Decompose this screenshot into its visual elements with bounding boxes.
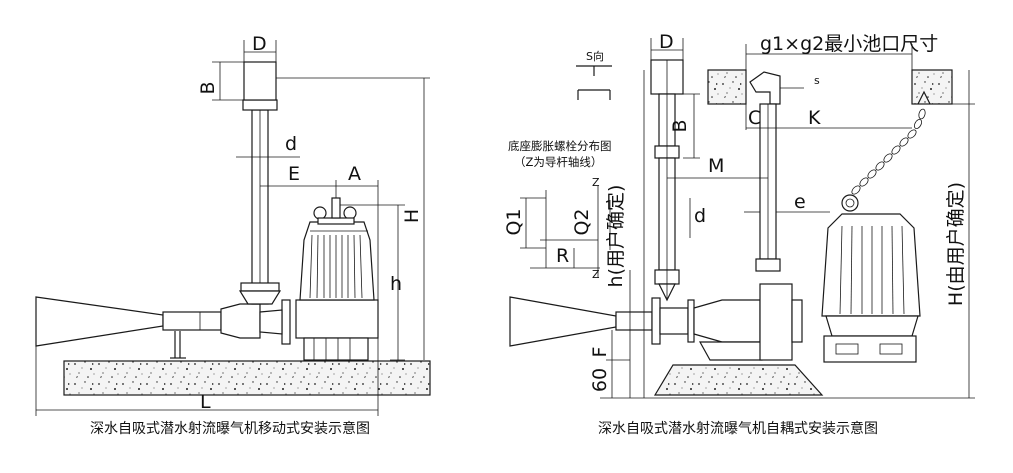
right-label-z-bottom: Z: [592, 268, 600, 281]
left-label-A: A: [348, 163, 361, 185]
left-pump-motor: [295, 197, 379, 361]
right-pump-motor: [821, 194, 921, 363]
right-label-R: R: [556, 245, 569, 267]
right-anchor-note-1: 底座膨胀螺栓分布图: [508, 139, 612, 153]
right-air-pipe: [749, 71, 781, 272]
right-diagram: S向 D g1×g2最小池口尺寸 s B C K 底座膨胀螺栓分布图 （Z为导杆…: [503, 31, 975, 399]
right-s-direction-mark: [576, 65, 612, 100]
left-label-B: B: [197, 81, 219, 94]
right-label-q2: Q2: [571, 208, 593, 235]
right-label-d: d: [694, 205, 706, 227]
left-diagram: D B d E A H h L: [35, 33, 431, 416]
right-caption: 深水自吸式潜水射流曝气机自耦式安装示意图: [598, 420, 878, 437]
left-dimensions: [35, 40, 430, 416]
right-anchor-detail: [520, 186, 611, 278]
right-label-F: F: [589, 347, 611, 358]
left-caption: 深水自吸式潜水射流曝气机移动式安装示意图: [90, 420, 370, 437]
left-label-E: E: [288, 163, 300, 185]
right-label-K: K: [808, 107, 821, 129]
right-label-H-user: H(由用户确定): [945, 182, 967, 306]
right-lifting-chain: [851, 90, 931, 195]
right-top-slab-left: [707, 69, 747, 105]
left-jet-nozzle: [35, 296, 291, 359]
left-label-L: L: [200, 391, 211, 413]
right-jet-nozzle: [509, 283, 803, 361]
right-label-g1g2: g1×g2最小池口尺寸: [760, 33, 938, 55]
right-concrete-base: [653, 364, 824, 396]
right-label-h-user: h(用户确定): [605, 185, 627, 288]
right-guide-rail: [650, 59, 684, 302]
left-label-H: H: [401, 209, 423, 223]
left-concrete-floor: [63, 360, 431, 396]
right-label-D: D: [659, 31, 674, 53]
right-label-z-top: Z: [592, 176, 600, 189]
left-label-d: d: [285, 133, 297, 155]
left-air-pipe: [238, 61, 282, 305]
right-anchor-note-2: （Z为导杆轴线）: [514, 155, 602, 169]
right-label-s-direction: S向: [586, 49, 604, 63]
right-top-slab-right: [911, 69, 953, 105]
left-label-D: D: [252, 33, 267, 55]
right-dimensions: [600, 38, 975, 399]
right-label-M: M: [708, 155, 724, 177]
right-label-B: B: [669, 119, 691, 132]
right-label-e: e: [794, 191, 806, 213]
right-label-q1: Q1: [503, 208, 525, 235]
left-label-h: h: [390, 273, 402, 295]
right-label-s: s: [814, 74, 820, 87]
right-label-C: C: [748, 107, 761, 129]
right-label-60: 60: [589, 368, 611, 392]
